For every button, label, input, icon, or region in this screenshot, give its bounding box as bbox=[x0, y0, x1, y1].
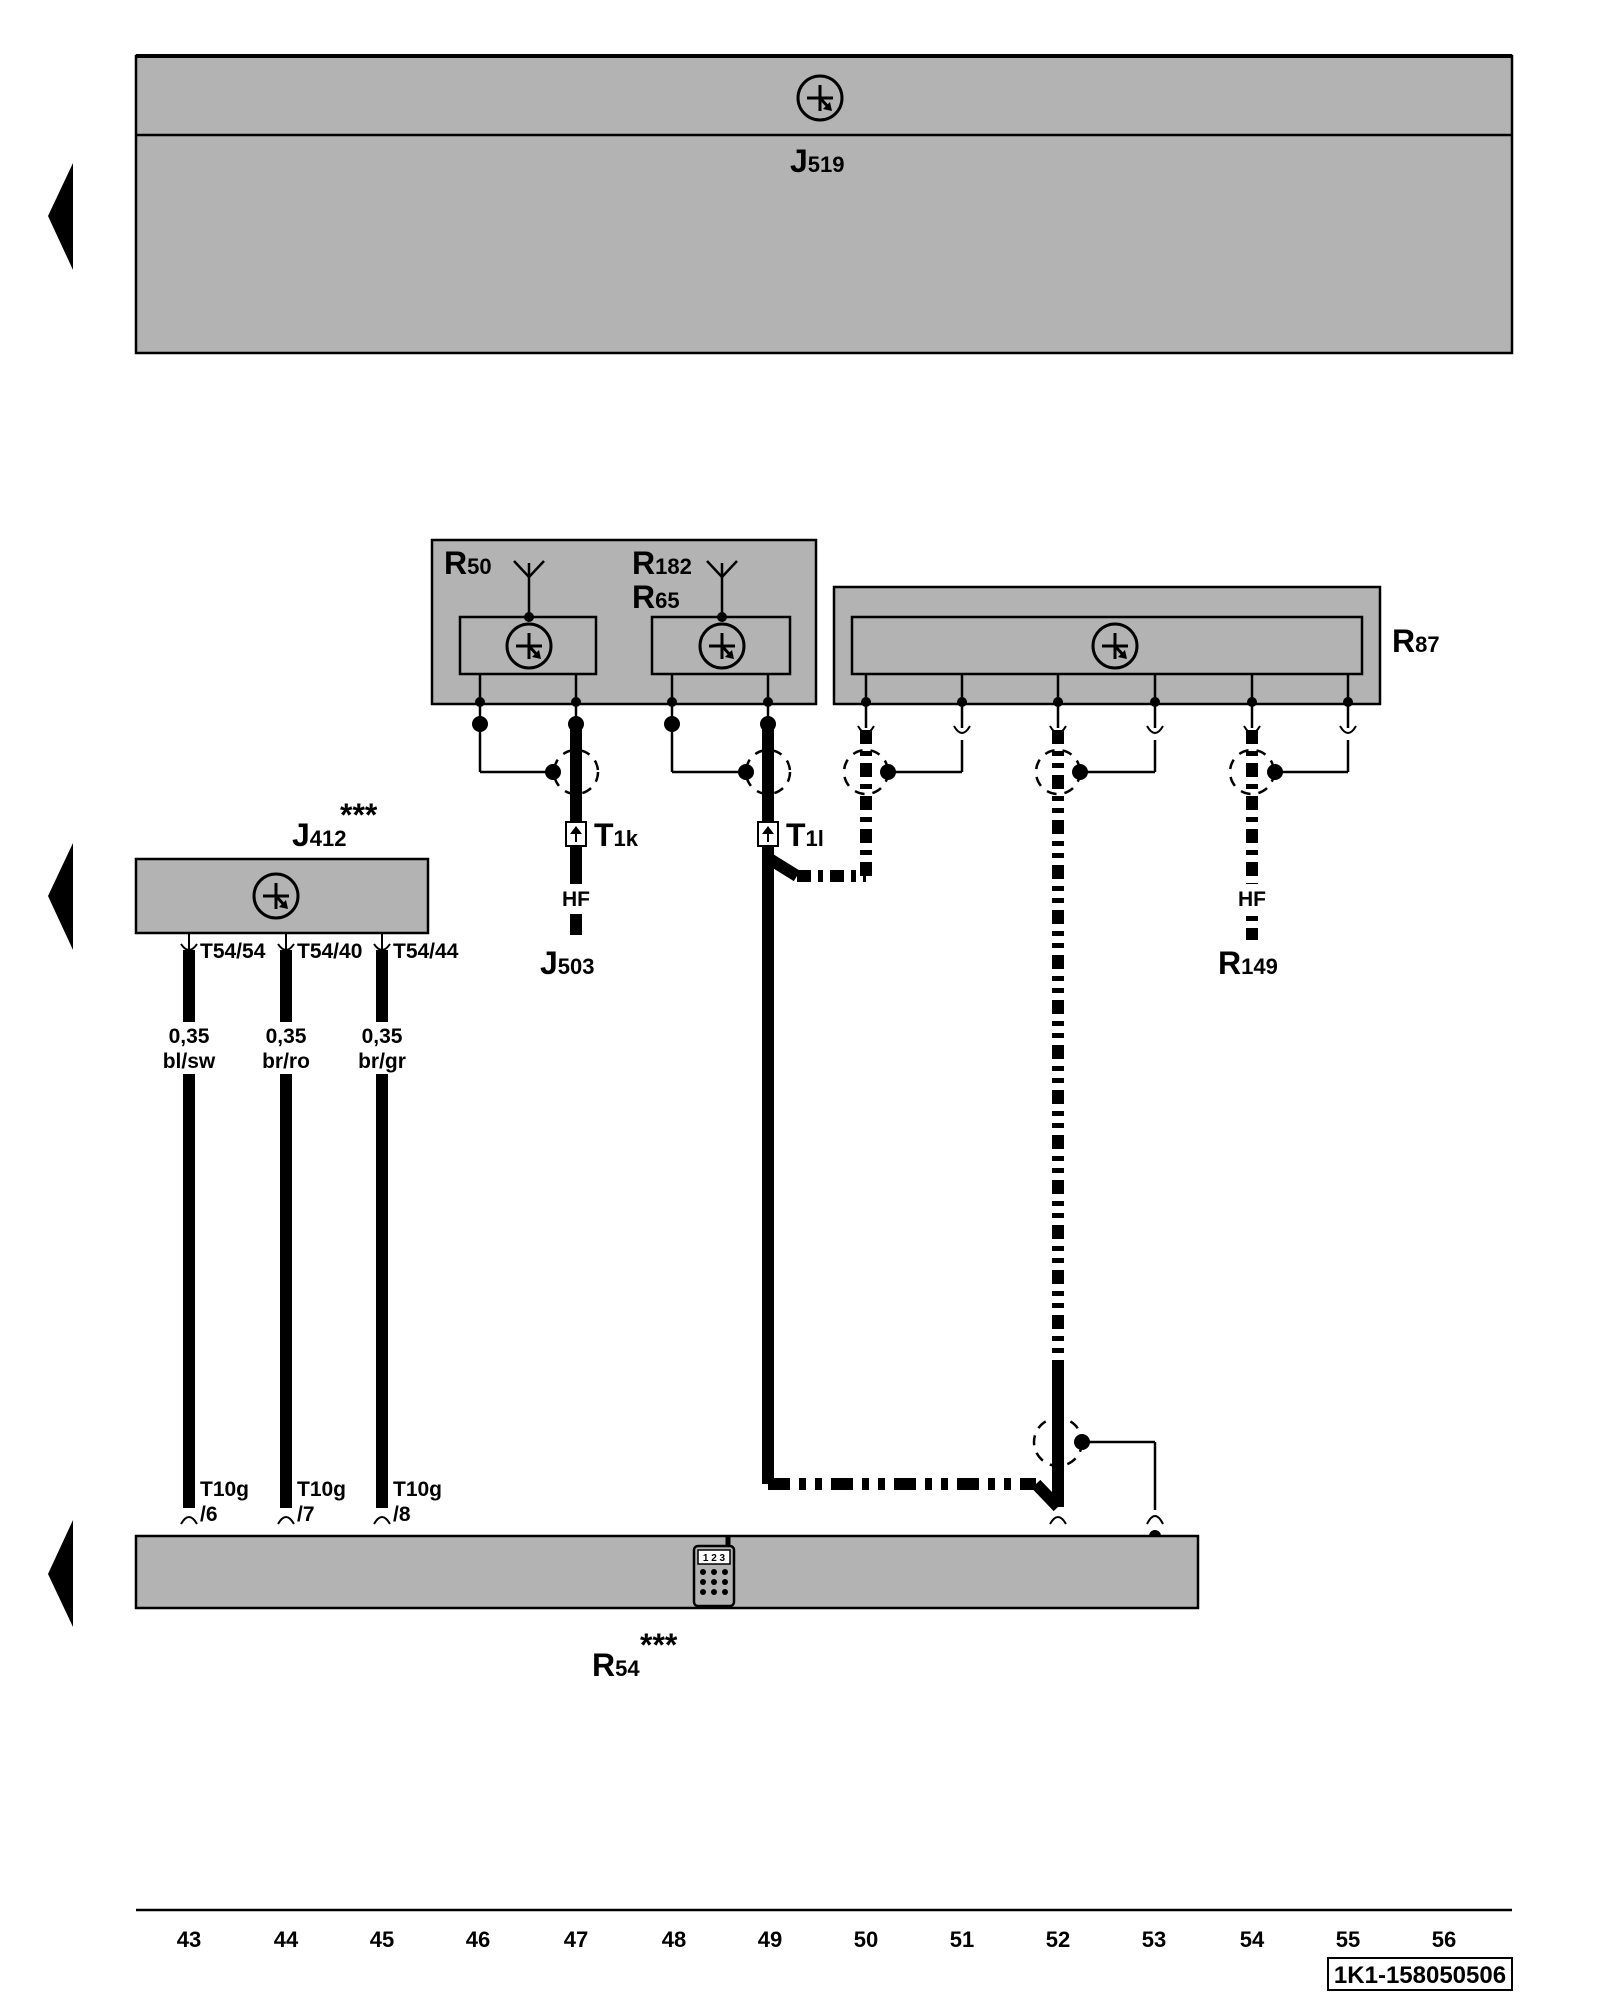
column-number: 44 bbox=[274, 1927, 299, 1952]
column-number: 55 bbox=[1336, 1927, 1360, 1952]
pin-label: /6 bbox=[200, 1503, 218, 1526]
svg-text:R65: R65 bbox=[632, 579, 680, 615]
svg-text:R182: R182 bbox=[632, 545, 692, 581]
pin-label: T54/54 bbox=[200, 940, 266, 963]
j503-label: J bbox=[540, 945, 558, 981]
wire-size: 0,35 bbox=[169, 1025, 210, 1048]
prev-page-arrow-icon[interactable] bbox=[48, 1520, 73, 1627]
j503-sub: 503 bbox=[558, 954, 595, 979]
pin-label: T10g bbox=[393, 1478, 442, 1501]
j412-wires bbox=[183, 933, 388, 1508]
t1l-label: T bbox=[786, 817, 806, 853]
column-number: 47 bbox=[564, 1927, 588, 1952]
connector-forks bbox=[857, 725, 1357, 1525]
column-number: 52 bbox=[1046, 1927, 1070, 1952]
svg-text:T1l: T1l bbox=[786, 817, 824, 853]
t1k-connector-icon bbox=[565, 821, 587, 847]
j412-sub: 412 bbox=[310, 826, 347, 851]
svg-text:R87: R87 bbox=[1392, 623, 1440, 659]
r149-label: R bbox=[1218, 945, 1241, 981]
drawing-reference: 1K1-158050506 bbox=[1334, 1962, 1506, 1989]
antenna-module: R50 R182 R65 bbox=[430, 538, 818, 706]
svg-text:R149: R149 bbox=[1218, 945, 1278, 981]
r182-sub: 182 bbox=[655, 554, 692, 579]
wire-color: br/gr bbox=[358, 1050, 406, 1073]
j519-sub: 519 bbox=[808, 152, 845, 177]
r50-sub: 50 bbox=[467, 554, 491, 579]
pin-label: T54/40 bbox=[297, 940, 362, 963]
pin-label: T10g bbox=[200, 1478, 249, 1501]
column-number: 45 bbox=[370, 1927, 394, 1952]
j412-control-unit: J412 *** bbox=[134, 797, 430, 935]
wire-size: 0,35 bbox=[266, 1025, 307, 1048]
t1l-sub: 1l bbox=[806, 826, 824, 851]
r65-sub: 65 bbox=[655, 588, 679, 613]
r65-label: R bbox=[632, 579, 655, 615]
pin-label: /8 bbox=[393, 1503, 411, 1526]
j412-note-mark: *** bbox=[340, 797, 378, 833]
r54-sub: 54 bbox=[615, 1656, 640, 1681]
t1l-connector-icon bbox=[757, 821, 779, 847]
column-number: 51 bbox=[950, 1927, 974, 1952]
hf-label: HF bbox=[562, 888, 590, 911]
j519-control-unit: J519 bbox=[134, 54, 1514, 355]
shielded-lines bbox=[478, 674, 1350, 1512]
column-number: 49 bbox=[758, 1927, 782, 1952]
keypad-icon: 1 2 3 bbox=[692, 1536, 736, 1608]
hf-label: HF bbox=[1238, 888, 1266, 911]
r87-sub: 87 bbox=[1415, 632, 1439, 657]
column-number: 46 bbox=[466, 1927, 490, 1952]
wire-arrows bbox=[180, 943, 1067, 1525]
drawing-reference-box bbox=[1327, 1957, 1513, 1991]
column-number: 48 bbox=[662, 1927, 686, 1952]
r50-label: R bbox=[444, 545, 467, 581]
r87-label: R bbox=[1392, 623, 1415, 659]
wire-size: 0,35 bbox=[362, 1025, 403, 1048]
r54-label: R bbox=[592, 1647, 615, 1683]
svg-text:R50: R50 bbox=[444, 545, 492, 581]
pin-label: /7 bbox=[297, 1503, 315, 1526]
prev-page-arrow-icon[interactable] bbox=[48, 843, 73, 950]
t1k-label: T bbox=[594, 817, 614, 853]
r149-sub: 149 bbox=[1241, 954, 1278, 979]
column-number: 43 bbox=[177, 1927, 201, 1952]
column-number: 50 bbox=[854, 1927, 878, 1952]
pin-label: T10g bbox=[297, 1478, 346, 1501]
svg-text:R54: R54 bbox=[592, 1647, 640, 1683]
svg-text:T1k: T1k bbox=[594, 817, 639, 853]
wire-color: br/ro bbox=[262, 1050, 310, 1073]
j519-label: J bbox=[790, 143, 808, 179]
pin-label: T54/44 bbox=[393, 940, 459, 963]
keypad-display: 1 2 3 bbox=[703, 1553, 726, 1564]
prev-page-arrow-icon[interactable] bbox=[48, 163, 73, 270]
svg-text:J519: J519 bbox=[790, 143, 845, 179]
j412-label: J bbox=[292, 817, 310, 853]
t1k-sub: 1k bbox=[614, 826, 639, 851]
wire-color: bl/sw bbox=[163, 1050, 216, 1073]
r182-label: R bbox=[632, 545, 655, 581]
column-numbers: 43 44 45 46 47 48 49 50 51 52 53 54 55 5… bbox=[177, 1927, 1456, 1952]
r54-module: 1 2 3 R54 *** bbox=[134, 1534, 1200, 1683]
column-number: 53 bbox=[1142, 1927, 1166, 1952]
column-number: 56 bbox=[1432, 1927, 1456, 1952]
r54-note-mark: *** bbox=[640, 1627, 678, 1663]
column-number: 54 bbox=[1240, 1927, 1265, 1952]
svg-text:J503: J503 bbox=[540, 945, 595, 981]
r87-module: R87 bbox=[832, 585, 1440, 706]
svg-text:J412: J412 bbox=[292, 817, 347, 853]
